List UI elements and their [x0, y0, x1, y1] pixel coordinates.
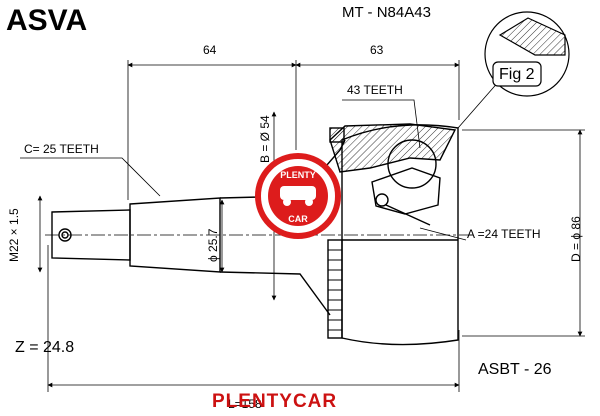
dim-bearing-dia: B = Ø 54 — [258, 115, 272, 163]
dim-total-length: L=158 — [228, 397, 262, 411]
abs-ring-teeth — [328, 249, 342, 331]
dim-shaft-dia: ϕ 25.7 — [206, 228, 220, 262]
dim-thread: M22 × 1.5 — [7, 208, 21, 262]
z-value: Z = 24.8 — [15, 339, 75, 356]
dim-length-inner-top: 63 — [370, 43, 384, 57]
stamp-text-bottom: CAR — [288, 214, 308, 224]
footer-code: ASBT - 26 — [478, 361, 552, 378]
dim-outer-teeth: 43 TEETH — [347, 83, 403, 97]
plentycar-watermark: PLENTYCAR — [212, 391, 338, 412]
dim-shaft-teeth: C= 25 TEETH — [24, 142, 99, 156]
joint-outline — [51, 123, 459, 346]
part-number: MT - N84A43 — [342, 4, 431, 21]
dim-outer-dia: D = ϕ 86 — [569, 216, 583, 262]
plentycar-stamp: PLENTY CAR — [255, 153, 341, 239]
stamp-text-top: PLENTY — [280, 170, 316, 180]
dim-inner-teeth: A =24 TEETH — [467, 227, 541, 241]
dim-length-outer-top: 64 — [203, 43, 217, 57]
brand-logo-text: ASVA — [6, 4, 88, 37]
fig2-detail — [484, 11, 570, 97]
fig2-label: Fig 2 — [499, 66, 535, 83]
